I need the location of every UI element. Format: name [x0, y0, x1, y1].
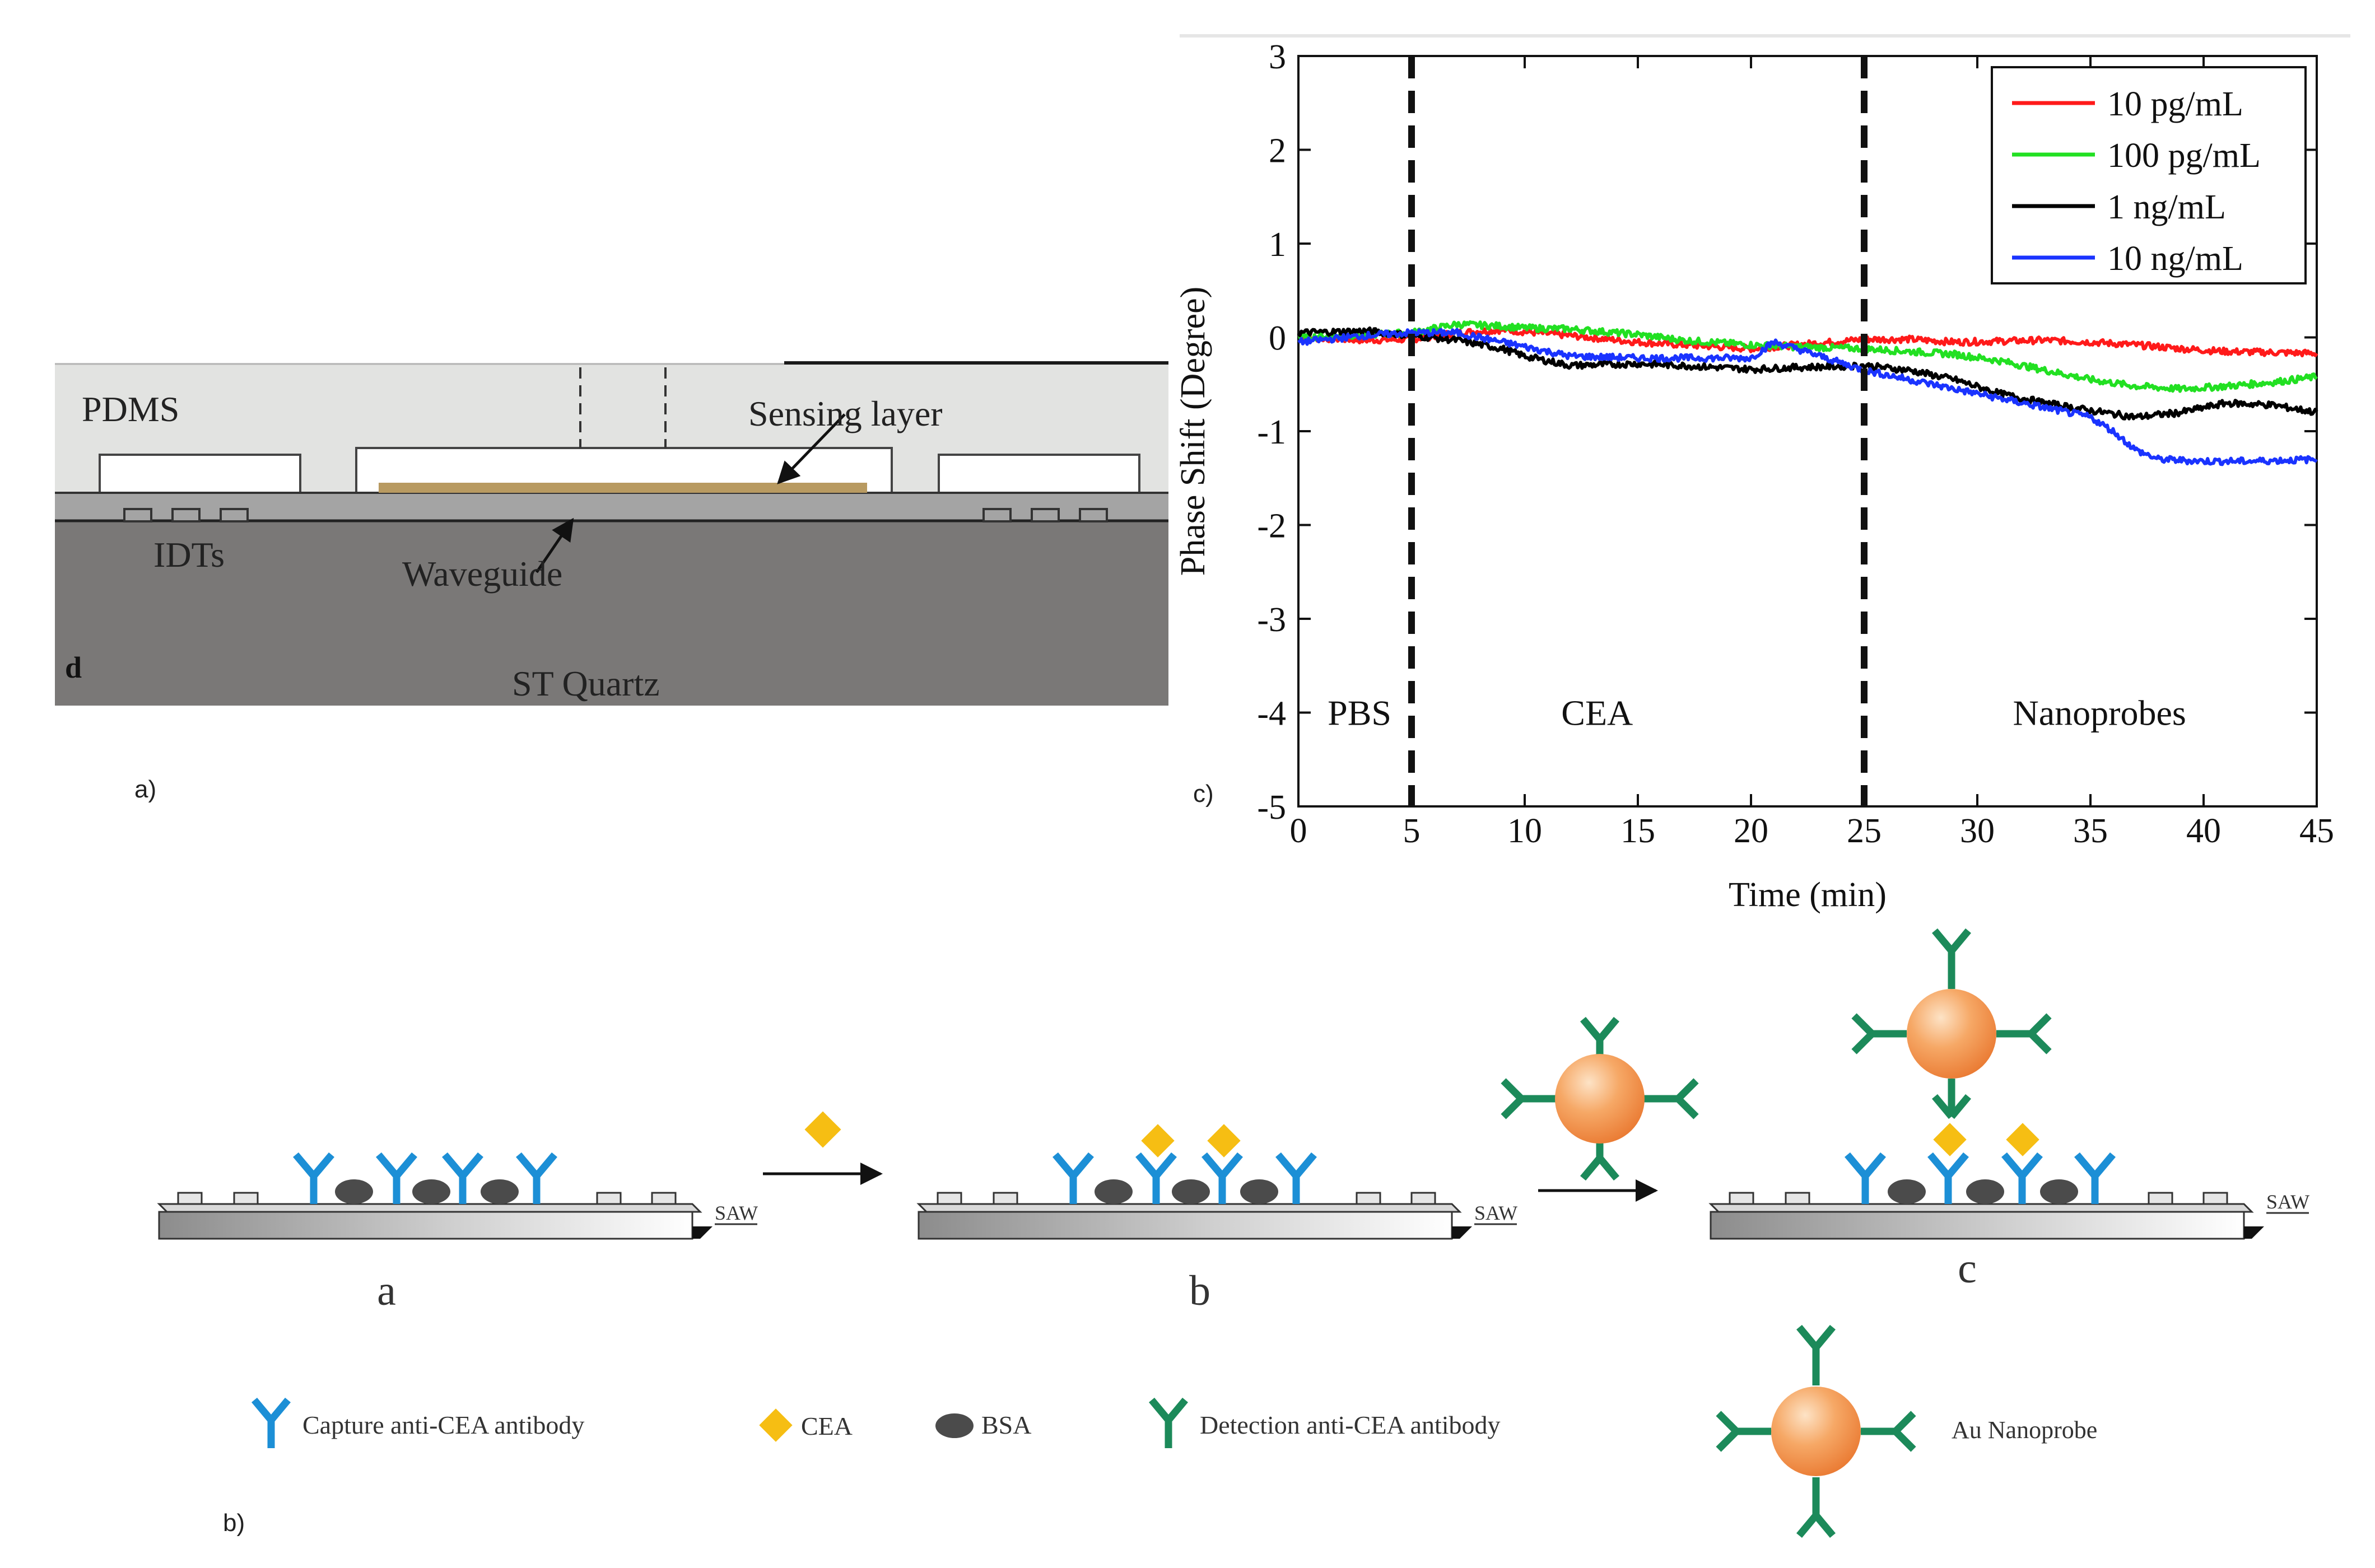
step-c: SAW — [1708, 928, 2309, 1292]
y-tick-label: -1 — [1257, 413, 1286, 451]
saw-label-b: SAW — [1474, 1202, 1517, 1224]
series-line-2 — [1297, 326, 2318, 421]
x-axis-label: Time (min) — [1729, 876, 1887, 914]
x-tick-label: 0 — [1290, 812, 1307, 850]
legend-bsa-label: BSA — [981, 1411, 1031, 1439]
legend-entry-label: 10 pg/mL — [2107, 85, 2243, 123]
phase-shift-chart: -5 -4 -3 -2 -1 0 1 2 3 0 5 10 15 20 25 30 35 40 45 PBS CEA… — [1174, 38, 2334, 914]
legend-detection-label: Detection anti-CEA antibody — [1200, 1411, 1501, 1439]
substrate-label: ST Quartz — [512, 664, 660, 703]
x-axis-ticks: 0 5 10 15 20 25 30 35 40 45 — [1290, 56, 2334, 850]
idt-electrodes-left — [123, 508, 249, 522]
series-line-1 — [1298, 320, 2318, 393]
x-tick-label: 30 — [1960, 812, 1995, 850]
bsa-molecules-a — [335, 1179, 519, 1204]
phase-label: CEA — [1561, 693, 1633, 733]
bound-cea-c — [1933, 1123, 2039, 1156]
legend-cea-label: CEA — [801, 1412, 853, 1440]
step-b: SAW b — [916, 1124, 1517, 1314]
saw-label-c: SAW — [2266, 1191, 2309, 1213]
y-tick-label: -2 — [1257, 507, 1286, 545]
panel-c-label: c) — [1193, 780, 1214, 808]
waveguide-arrow — [535, 517, 574, 573]
device-cross-section: PDMS Sensing layer IDTs Waveguide ST Qua… — [55, 361, 1168, 706]
x-tick-label: 20 — [1734, 812, 1768, 850]
side-channel-right — [938, 454, 1140, 494]
step-a: SAW a — [157, 1152, 758, 1314]
y-axis-ticks: -5 -4 -3 -2 -1 0 1 2 3 — [1257, 38, 2317, 827]
x-tick-label: 45 — [2299, 812, 2334, 850]
sensing-layer — [379, 483, 867, 493]
phase-label: PBS — [1328, 693, 1391, 733]
x-tick-label: 15 — [1620, 812, 1655, 850]
au-nanoprobe-icon — [1716, 1324, 1916, 1538]
assay-schematic: SAW a — [157, 928, 2309, 1538]
x-tick-label: 25 — [1847, 812, 1882, 850]
cea-added — [804, 1111, 841, 1148]
step-label-a: a — [377, 1267, 396, 1314]
x-tick-label: 10 — [1507, 812, 1542, 850]
nanoprobe-added — [1501, 1016, 1699, 1181]
panel-a-label: a) — [134, 776, 156, 803]
side-channel-left — [99, 454, 301, 494]
step-label-b: b — [1189, 1267, 1210, 1314]
legend-entry-label: 10 ng/mL — [2107, 240, 2243, 278]
saw-chip — [916, 1192, 1472, 1240]
y-tick-label: -3 — [1257, 601, 1286, 639]
bsa-icon — [935, 1413, 974, 1438]
y-tick-label: -5 — [1257, 788, 1286, 827]
device-corner-label: d — [65, 651, 82, 684]
x-tick-label: 40 — [2186, 812, 2221, 850]
bound-cea-b — [1141, 1124, 1241, 1158]
detection-antibody-icon — [1149, 1397, 1188, 1448]
y-tick-label: 2 — [1269, 132, 1286, 170]
y-tick-label: 3 — [1269, 38, 1286, 76]
phase-markers — [1408, 56, 1868, 806]
capture-antibodies-c — [1845, 1152, 2116, 1204]
chart-legend: 10 pg/mL 100 pg/mL 1 ng/mL 10 ng/mL — [1991, 66, 2307, 284]
bsa-molecules-c — [1888, 1179, 2078, 1204]
legend-entry-label: 100 pg/mL — [2107, 137, 2261, 175]
step-label-c: c — [1958, 1245, 1977, 1292]
x-tick-label: 35 — [2073, 812, 2108, 850]
sensing-layer-label: Sensing layer — [748, 394, 943, 433]
legend-capture-label: Capture anti-CEA antibody — [302, 1411, 584, 1439]
capture-antibody-icon — [252, 1397, 291, 1448]
idts-label: IDTs — [153, 535, 225, 575]
phase-labels: PBS CEA Nanoprobes — [1328, 693, 2186, 733]
capture-antibodies-a — [293, 1152, 557, 1204]
series-line-3 — [1297, 328, 2318, 466]
series-lines — [1297, 320, 2318, 466]
x-tick-label: 5 — [1403, 812, 1421, 850]
legend-entry-label: 1 ng/mL — [2107, 188, 2226, 226]
waveguide-label: Waveguide — [402, 554, 562, 594]
saw-chip — [1708, 1192, 2264, 1240]
y-tick-label: 1 — [1269, 226, 1286, 264]
y-tick-label: -4 — [1257, 695, 1286, 733]
bsa-molecules-b — [1095, 1179, 1278, 1204]
capture-antibodies-b — [1053, 1152, 1317, 1204]
schematic-legend: Capture anti-CEA antibody CEA BSA Detect… — [252, 1324, 2097, 1538]
phase-label: Nanoprobes — [2013, 693, 2186, 733]
cea-icon — [759, 1408, 793, 1442]
bound-nanoprobe — [1851, 928, 2052, 1119]
saw-label-a: SAW — [715, 1202, 758, 1224]
y-axis-label: Phase Shift (Degree) — [1174, 287, 1212, 576]
panel-b-label: b) — [223, 1509, 245, 1537]
idt-electrodes-right — [982, 508, 1108, 522]
pdms-label: PDMS — [82, 389, 179, 429]
legend-nanoprobe-label: Au Nanoprobe — [1952, 1416, 2097, 1444]
sensing-layer-arrow — [777, 413, 846, 484]
saw-chip — [157, 1192, 712, 1240]
y-tick-label: 0 — [1269, 320, 1286, 358]
